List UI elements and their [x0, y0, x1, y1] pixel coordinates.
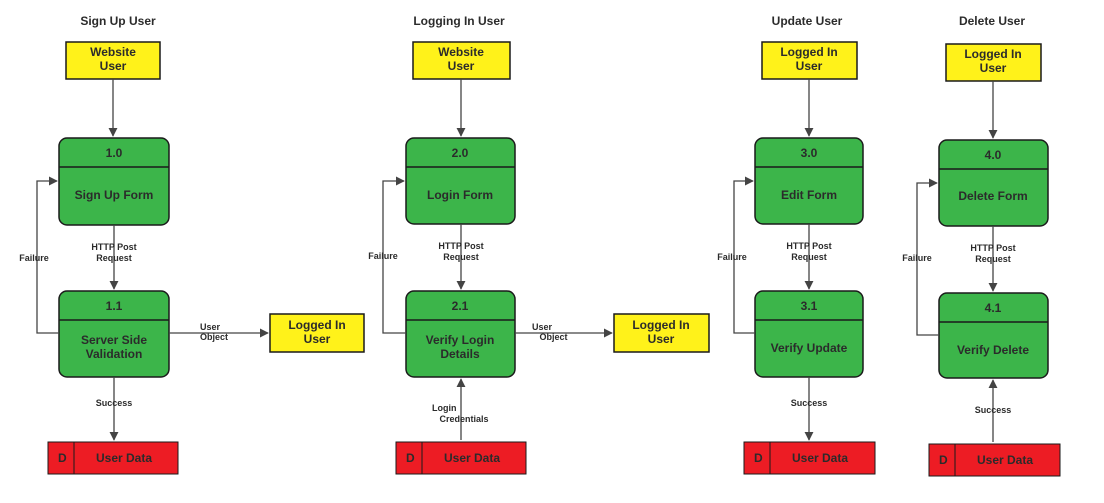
flow-label-failure: Failure [902, 253, 932, 263]
process-3-1[interactable]: 3.1 Verify Update [754, 290, 864, 378]
data-store-id: D [754, 451, 763, 465]
process-name: Verify Update [771, 341, 848, 355]
process-number: 1.0 [106, 146, 123, 160]
flow-label-failure: Failure [717, 252, 747, 262]
data-store-id: D [939, 453, 948, 467]
data-store-user-data[interactable]: D User Data [743, 441, 876, 475]
process-name: Sign Up Form [75, 188, 154, 202]
process-name: Login Form [427, 188, 493, 202]
column-title: Delete User [959, 14, 1025, 28]
data-store-name: User Data [977, 453, 1033, 467]
data-store-user-data[interactable]: D User Data [928, 443, 1061, 477]
data-store-user-data[interactable]: D User Data [47, 441, 179, 475]
process-4-1[interactable]: 4.1 Verify Delete [938, 292, 1049, 379]
data-store-id: D [58, 451, 67, 465]
process-number: 4.0 [985, 148, 1002, 162]
process-number: 1.1 [106, 299, 123, 313]
flow-label-user-object: User Object [532, 322, 568, 342]
failure-arrow [382, 176, 406, 334]
flow-label-success: Success [975, 405, 1012, 415]
flow-label-success: Success [96, 398, 133, 408]
data-store-user-data[interactable]: D User Data [395, 441, 527, 475]
process-name: Edit Form [781, 188, 837, 202]
data-store-name: User Data [792, 451, 848, 465]
failure-arrow [916, 178, 939, 336]
process-1-0[interactable]: 1.0 Sign Up Form [58, 137, 170, 226]
column-title: Logging In User [413, 14, 505, 28]
process-3-0[interactable]: 3.0 Edit Form [754, 137, 864, 225]
data-store-id: D [406, 451, 415, 465]
flow-label-login-credentials: Login Credentials [432, 403, 489, 424]
flow-label-failure: Failure [368, 251, 398, 261]
failure-arrow [36, 176, 59, 334]
process-name: Verify Delete [957, 343, 1029, 357]
process-number: 2.0 [452, 146, 469, 160]
process-number: 3.0 [801, 146, 818, 160]
data-store-name: User Data [96, 451, 152, 465]
flow-label-failure: Failure [19, 253, 49, 263]
data-store-name: User Data [444, 451, 500, 465]
process-number: 3.1 [801, 299, 818, 313]
process-number: 2.1 [452, 299, 469, 313]
process-name: Delete Form [958, 189, 1027, 203]
column-title: Sign Up User [80, 14, 156, 28]
failure-arrow [733, 176, 755, 334]
process-number: 4.1 [985, 301, 1002, 315]
column-title: Update User [772, 14, 843, 28]
process-4-0[interactable]: 4.0 Delete Form [938, 139, 1049, 227]
process-2-0[interactable]: 2.0 Login Form [405, 137, 516, 225]
flow-label-success: Success [791, 398, 828, 408]
